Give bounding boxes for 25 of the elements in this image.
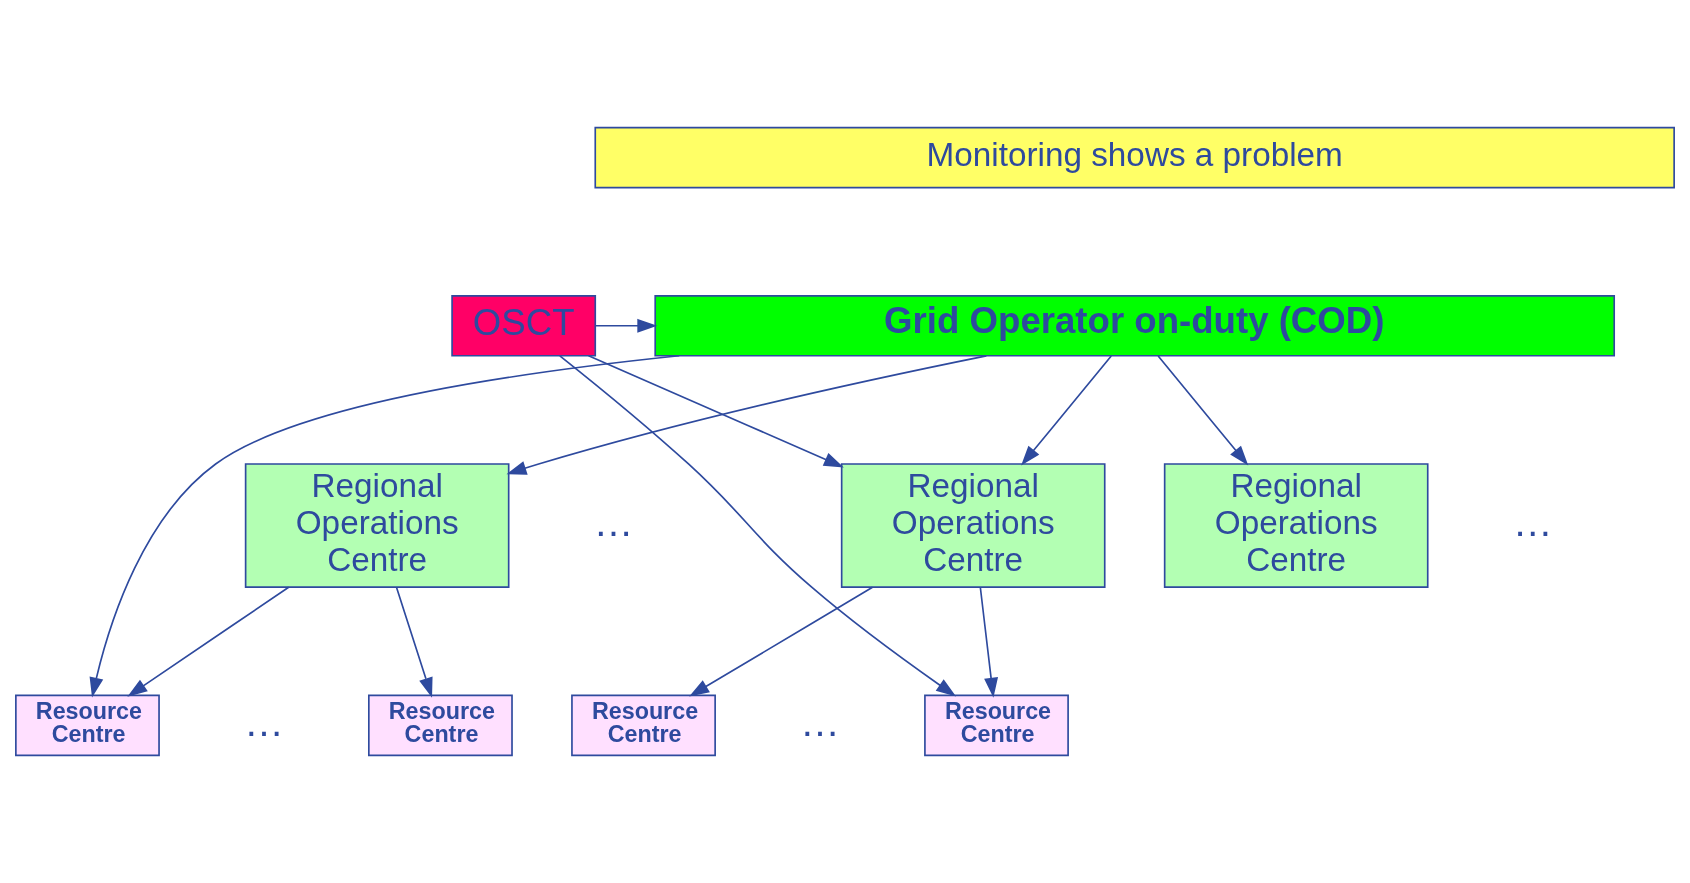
arrow bbox=[594, 318, 658, 333]
label: … bbox=[593, 499, 634, 544]
node-box: Regional Operations Centre bbox=[840, 463, 1106, 588]
arrow bbox=[89, 354, 681, 698]
arrow bbox=[587, 355, 844, 468]
node-box: Regional Operations Centre bbox=[1163, 463, 1429, 588]
arrow bbox=[506, 355, 988, 475]
node-box: Resource Centre bbox=[15, 694, 160, 757]
arrow bbox=[1157, 355, 1249, 466]
arrow bbox=[127, 586, 290, 697]
node-box: OSCT bbox=[451, 295, 597, 357]
node-box: Monitoring shows a problem bbox=[594, 126, 1675, 189]
label: … bbox=[800, 699, 840, 744]
node-box: Resource Centre bbox=[924, 694, 1069, 757]
node-box: Grid Operator on-duty (COD) bbox=[654, 295, 1616, 357]
arrow bbox=[689, 586, 874, 697]
label: … bbox=[243, 699, 284, 744]
arrow bbox=[979, 586, 999, 698]
node-box: Resource Centre bbox=[571, 694, 716, 757]
label: … bbox=[1512, 499, 1553, 544]
node-box: Resource Centre bbox=[368, 694, 513, 757]
arrow bbox=[559, 355, 957, 697]
arrow bbox=[1021, 355, 1113, 466]
arrow bbox=[395, 586, 433, 698]
node-box: Regional Operations Centre bbox=[244, 463, 510, 588]
